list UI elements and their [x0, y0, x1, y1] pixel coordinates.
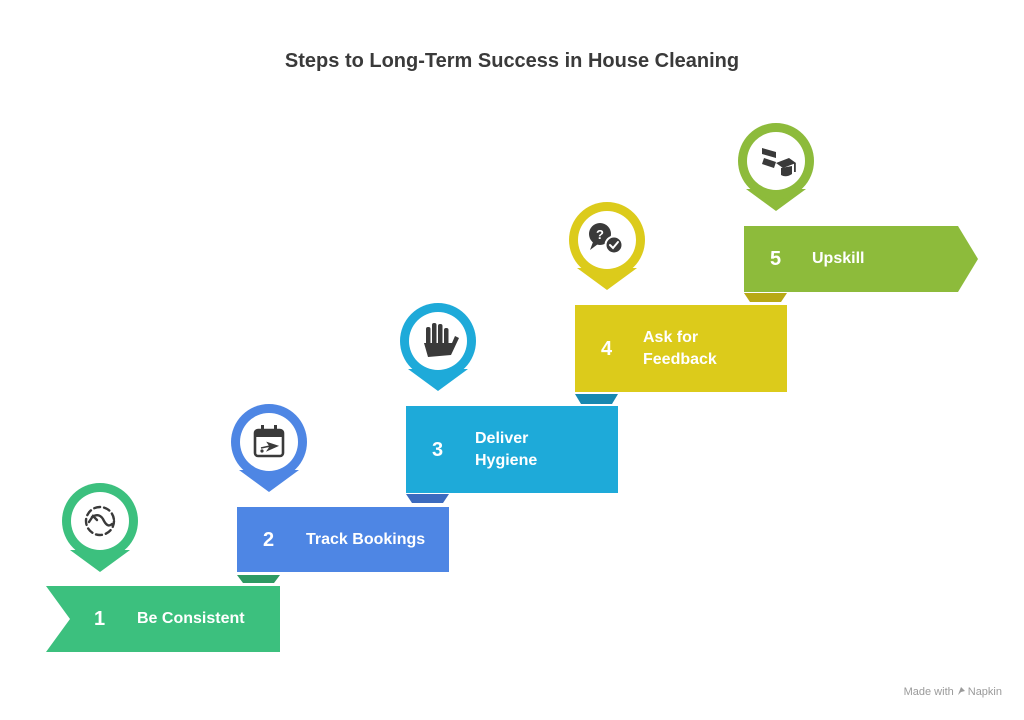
pin-5: [738, 123, 814, 211]
diagram-title: Steps to Long-Term Success in House Clea…: [284, 50, 740, 72]
feedback-chat-icon: ?: [589, 223, 624, 255]
step-fold-3: [575, 394, 618, 404]
step-fold-2: [406, 494, 449, 503]
glove-hand-icon: [424, 323, 459, 357]
pin-2: [231, 404, 307, 492]
calendar-icon: [253, 425, 285, 458]
step-number-3: 3: [432, 439, 444, 461]
step-shape-2: [237, 507, 449, 572]
step-shape-3: [406, 406, 618, 493]
step-fold-4: [744, 293, 787, 302]
step-shape-4: [575, 305, 787, 392]
step-label-3: Deliver Hygiene: [475, 430, 538, 469]
step-shape-5: [744, 226, 978, 292]
watermark: Made with Napkin: [904, 686, 1002, 698]
step-number-5: 5: [770, 248, 782, 270]
step-number-4: 4: [601, 338, 613, 360]
step-number-1: 1: [94, 608, 106, 630]
step-label-2: Track Bookings: [306, 531, 426, 548]
step-label-5: Upskill: [812, 250, 865, 267]
step-shape-1: [46, 586, 280, 652]
step-label-1: Be Consistent: [137, 610, 245, 627]
watermark-prefix: Made with: [903, 686, 954, 698]
step-fold-1: [237, 575, 280, 583]
graduation-cap-icon: [762, 148, 796, 177]
step-number-2: 2: [263, 529, 275, 551]
watermark-brand: Napkin: [967, 686, 1002, 698]
napkin-logo-icon: [957, 687, 965, 695]
schedule-cycle-icon: [84, 505, 116, 537]
step-label-4: Ask for Feedback: [643, 329, 717, 368]
pin-1: [62, 483, 138, 572]
svg-text:?: ?: [596, 227, 604, 242]
